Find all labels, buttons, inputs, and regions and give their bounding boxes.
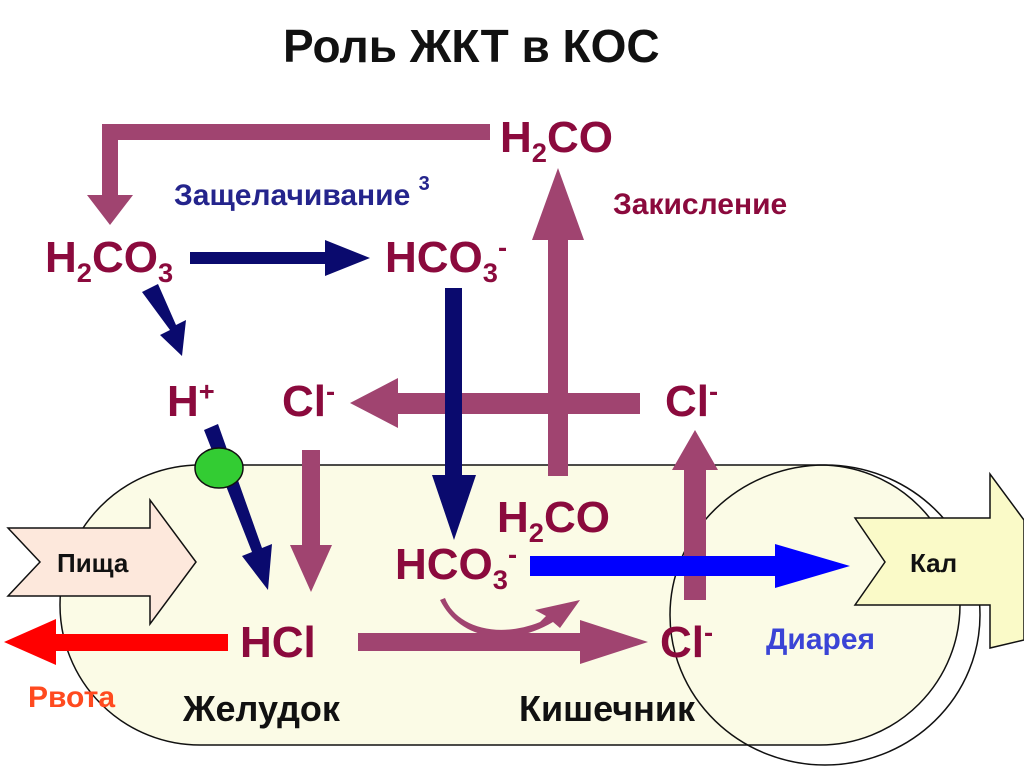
proton-pump-circle: [194, 447, 244, 489]
h2co-mid-label: H2CO: [497, 493, 610, 548]
arrow-cl-bottom-up: [672, 430, 718, 600]
alkalization-text: Защелачивание: [174, 179, 411, 212]
hco3-top-label: HCO3-: [385, 231, 508, 288]
intestine-circle-shape: [669, 464, 981, 766]
arrow-hco3-down: [432, 288, 476, 540]
hco3-mid-label: HCO3-: [395, 538, 518, 595]
acidification-label: Закисление: [613, 188, 788, 221]
food-arrow-shape: [6, 497, 197, 627]
diarrhea-label: Диарея: [766, 623, 876, 656]
arrow-h2co-up: [532, 168, 584, 476]
feces-label: Кал: [910, 548, 958, 578]
h-plus-label: H+: [167, 375, 215, 426]
feces-arrow-shape: [853, 471, 1024, 649]
arrow-hco3-curve: [440, 598, 580, 638]
cl-bottom-label: Cl-: [660, 616, 714, 667]
h2co3-label: H2CO3: [45, 233, 174, 288]
cl-right-label: Cl-: [665, 375, 719, 426]
arrow-hco3-to-feces: [530, 544, 850, 588]
vomit-label: Рвота: [28, 681, 116, 714]
intestine-label: Кишечник: [519, 688, 696, 729]
arrow-h2co3-to-hplus: [142, 284, 186, 356]
arrow-hcl-to-cl: [358, 620, 648, 664]
h2co-top-label: H2CO: [500, 113, 613, 168]
food-label: Пища: [57, 548, 129, 578]
alkalization-superscript: 3: [418, 173, 430, 195]
cl-left-label: Cl-: [282, 375, 336, 426]
arrow-cl-right-to-left: [350, 378, 640, 428]
page-title: Роль ЖКТ в КОС: [283, 20, 660, 72]
arrow-h2co3-to-hco3: [190, 240, 370, 276]
arrow-vomit: [4, 619, 228, 665]
alkalization-label: Защелачивание 3: [174, 174, 430, 212]
stomach-label: Желудок: [183, 688, 340, 729]
arrow-cl-to-hcl: [290, 450, 332, 592]
hcl-label: HCl: [240, 618, 316, 667]
loop-arrow-top: [87, 124, 490, 225]
